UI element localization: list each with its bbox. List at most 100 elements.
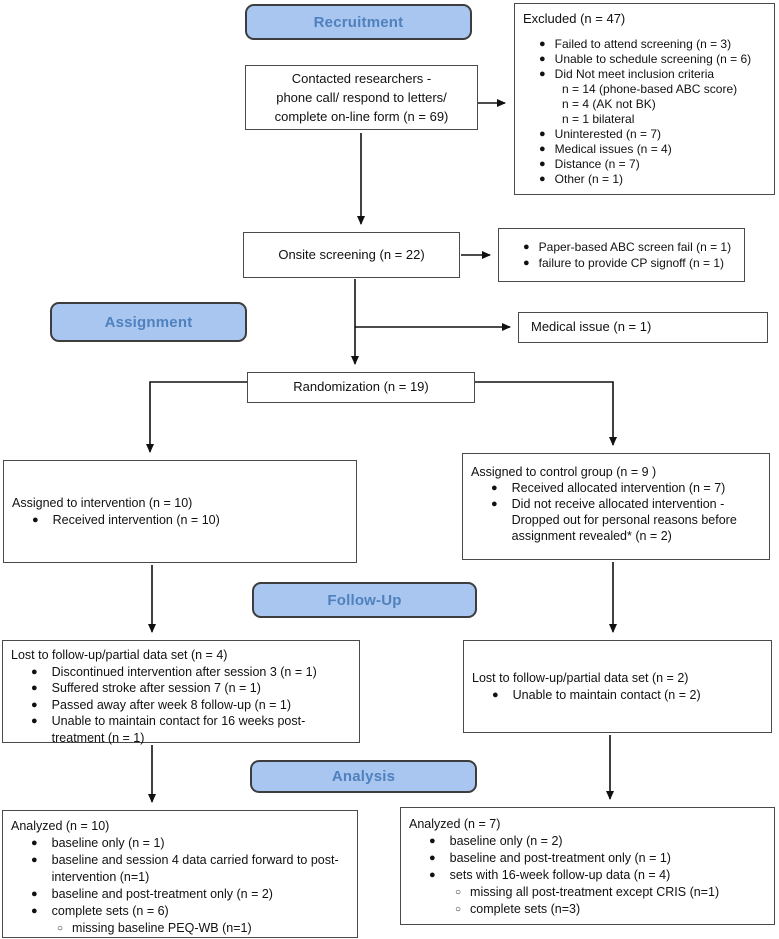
- bullet-item: ● Medical issues (n = 4): [515, 142, 774, 157]
- bullet-marker: ●: [539, 172, 546, 185]
- medical-issue-text: Medical issue (n = 1): [531, 319, 652, 335]
- bullet-item: ● Distance (n = 7): [515, 157, 774, 172]
- screen-fail-list: ●Paper-based ABC screen fail (n = 1) ● fai…: [499, 239, 744, 271]
- bullet-item: ● Unable to maintain contact for 16 weeks…: [3, 713, 359, 746]
- phase-followup: Follow-Up: [252, 582, 477, 618]
- bullet-marker: ●: [523, 257, 530, 269]
- bullet-item: ● failure to provide CP signoff (n = 1): [499, 255, 744, 271]
- bullet-marker: ●: [31, 665, 38, 678]
- onsite-screening-box: Onsite screening (n = 22): [243, 232, 460, 278]
- bullet-marker: ●: [429, 869, 436, 881]
- assigned-control-box: Assigned to control group (n = 9 ) ●Rece…: [462, 453, 770, 560]
- bullet-text: missing all post-treatment except CRIS (…: [470, 885, 720, 899]
- bullet-marker: ●: [539, 142, 546, 155]
- bullet-marker: ●: [32, 513, 39, 526]
- analyzed-intervention-box: Analyzed (n = 10) ●baseline only (n = 1)…: [2, 810, 358, 938]
- bullet-item: ● Uninterested (n = 7): [515, 127, 774, 142]
- analyzed-control-box: Analyzed (n = 7) ●baseline only (n = 2) ●…: [400, 807, 775, 925]
- bullet-item: ● Received intervention (n = 10): [4, 512, 356, 529]
- lost-control-box: Lost to follow-up/partial data set (n = …: [463, 640, 772, 733]
- bullet-text: baseline and post-treatment only (n = 1): [449, 851, 671, 865]
- bullet-text: baseline only (n = 1): [51, 836, 165, 850]
- bullet-text: missing baseline PEQ-WB (n=1): [72, 921, 252, 935]
- excluded-title: Excluded (n = 47): [523, 11, 626, 26]
- phase-analysis: Analysis: [250, 760, 477, 793]
- arrow-randomization-to-control: [474, 381, 617, 446]
- bullet-text: sets with 16-week follow-up data (n = 4): [449, 868, 671, 882]
- bullet-text: Unable to maintain contact (n = 2): [512, 687, 701, 702]
- randomization-text: Randomization (n = 19): [293, 379, 429, 395]
- bullet-item: ● Received allocated intervention (n = 7): [463, 480, 769, 496]
- lost-intervention-list: ● Discontinued intervention after session…: [3, 664, 359, 747]
- bullet-subitem: ○complete sets (n=3): [401, 901, 774, 918]
- bullet-item: ●baseline only (n = 1): [3, 835, 357, 852]
- phase-followup-label: Follow-Up: [327, 591, 402, 609]
- bullet-text: Did not receive allocated intervention -…: [511, 497, 737, 543]
- bullet-text: Other (n = 1): [554, 171, 624, 186]
- bullet-marker: ●: [539, 67, 546, 80]
- bullet-text: Received intervention (n = 10): [52, 512, 220, 527]
- bullet-marker: ●: [31, 854, 38, 866]
- lost-control-list: ●Unable to maintain contact (n = 2): [464, 687, 771, 704]
- excluded-list: ● Failed to attend screening (n = 3) ● Unab…: [515, 37, 774, 187]
- bullet-marker: ●: [429, 852, 436, 864]
- bullet-subitem: ○missing all post-treatment except CRIS …: [401, 884, 774, 901]
- bullet-item: ● Other (n = 1): [515, 172, 774, 187]
- phase-recruitment: Recruitment: [245, 4, 472, 40]
- bullet-text: Passed away after week 8 follow-up (n = …: [51, 697, 292, 712]
- bullet-item: ● Unable to schedule screening (n = 6): [515, 52, 774, 67]
- lost-control-title: Lost to follow-up/partial data set (n = …: [472, 671, 689, 685]
- analyzed-control-title: Analyzed (n = 7): [409, 817, 501, 831]
- bullet-marker: ●: [31, 682, 38, 694]
- bullet-marker: ●: [539, 37, 546, 50]
- bullet-text: Unable to schedule screening (n = 6): [554, 51, 752, 66]
- bullet-marker: ●: [539, 52, 546, 65]
- bullet-text: Distance (n = 7): [554, 156, 640, 171]
- bullet-item: ●Paper-based ABC screen fail (n = 1): [499, 239, 744, 255]
- phase-assignment-label: Assignment: [104, 313, 193, 331]
- assigned-control-list: ● Received allocated intervention (n = 7)…: [463, 480, 769, 544]
- analyzed-intervention-title: Analyzed (n = 10): [11, 819, 110, 833]
- bullet-item: ● Discontinued intervention after session…: [3, 664, 359, 681]
- bullet-item: ● Passed away after week 8 follow-up (n =…: [3, 697, 359, 714]
- lost-intervention-box: Lost to follow-up/partial data set (n = …: [2, 640, 360, 745]
- arrow-randomization-to-intervention: [146, 381, 247, 453]
- bullet-marker: ○: [455, 904, 462, 915]
- bullet-marker: ●: [491, 498, 498, 510]
- bullet-text: Received allocated intervention (n = 7): [511, 481, 726, 495]
- contacted-line-2: phone call/ respond to letters/: [276, 90, 447, 105]
- screen-fail-box: ●Paper-based ABC screen fail (n = 1) ● fai…: [498, 228, 745, 282]
- bullet-text: Did Not meet inclusion criteria: [554, 66, 715, 81]
- assigned-intervention-title: Assigned to intervention (n = 10): [12, 496, 193, 510]
- bullet-item: ●complete sets (n = 6): [3, 903, 357, 920]
- bullet-text: Failed to attend screening (n = 3): [554, 36, 732, 51]
- bullet-text: n = 4 (AK not BK): [562, 96, 656, 111]
- bullet-item: ● Did Not meet inclusion criteria: [515, 67, 774, 82]
- bullet-text: n = 14 (phone-based ABC score): [562, 81, 738, 96]
- bullet-marker: ●: [491, 482, 498, 494]
- phase-assignment: Assignment: [50, 302, 247, 342]
- bullet-item: ● Failed to attend screening (n = 3): [515, 37, 774, 52]
- bullet-text: Medical issues (n = 4): [554, 141, 672, 156]
- phase-analysis-label: Analysis: [331, 768, 396, 785]
- bullet-text: Suffered stroke after session 7 (n = 1): [51, 681, 261, 695]
- bullet-subitem: n = 14 (phone-based ABC score): [515, 82, 774, 97]
- bullet-marker: ●: [31, 698, 38, 711]
- bullet-text: complete sets (n = 6): [51, 904, 169, 918]
- bullet-text: Unable to maintain contact for 16 weeks …: [51, 714, 306, 745]
- bullet-item: ●baseline and post-treatment only (n = 2…: [3, 886, 357, 903]
- bullet-item: ●baseline only (n = 2): [401, 833, 774, 850]
- bullet-text: Discontinued intervention after session …: [51, 664, 317, 679]
- bullet-marker: ●: [539, 127, 546, 140]
- bullet-text: baseline and session 4 data carried forw…: [51, 853, 339, 884]
- bullet-text: baseline and post-treatment only (n = 2): [51, 887, 273, 901]
- bullet-marker: ○: [57, 923, 64, 934]
- bullet-text: failure to provide CP signoff (n = 1): [538, 256, 724, 270]
- bullet-item: ● Did not receive allocated intervention …: [463, 496, 769, 544]
- bullet-text: n = 1 bilateral: [562, 111, 635, 126]
- bullet-marker: ●: [539, 157, 546, 170]
- bullet-item: ●Unable to maintain contact (n = 2): [464, 687, 771, 704]
- bullet-subitem: ○ missing baseline PEQ-WB (n=1): [3, 920, 357, 937]
- bullet-text: Uninterested (n = 7): [554, 126, 662, 141]
- bullet-marker: ●: [31, 715, 38, 727]
